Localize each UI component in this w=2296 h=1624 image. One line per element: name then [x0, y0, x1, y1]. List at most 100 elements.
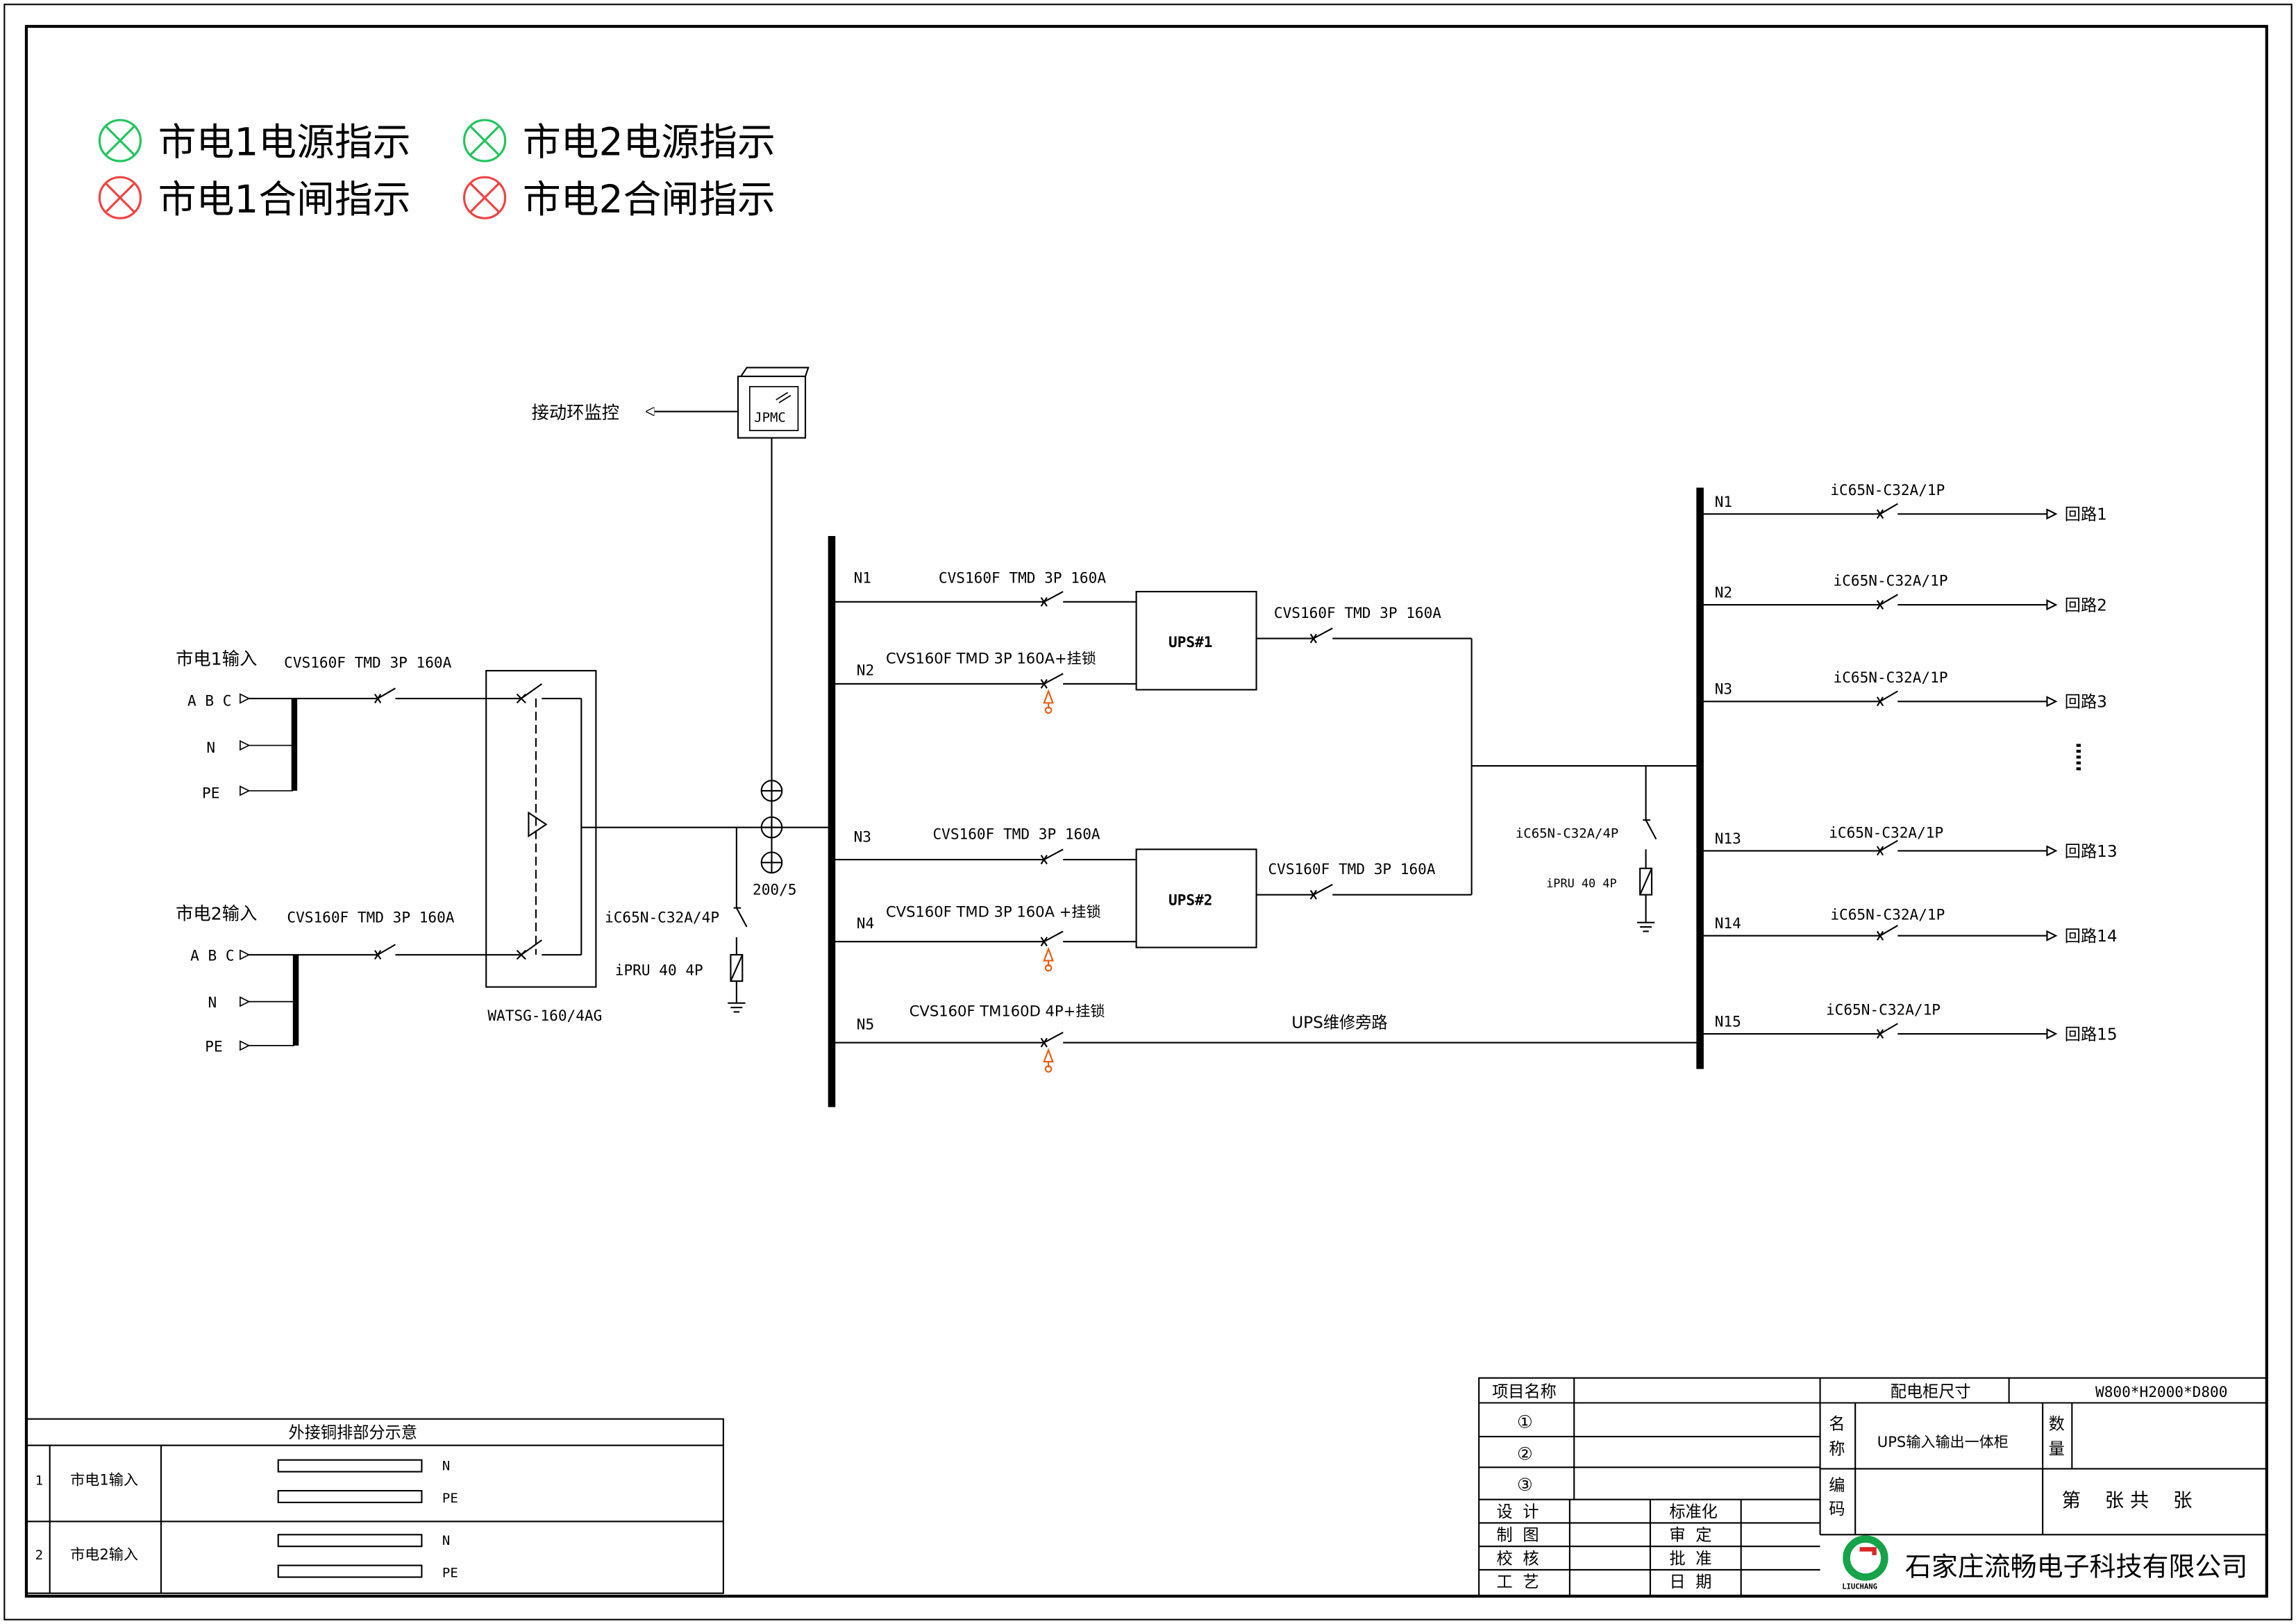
output-breaker: iC65N-C32A/1P	[1834, 669, 1948, 686]
ups-2-label: UPS#2	[1168, 891, 1212, 908]
terminal-icon	[2046, 845, 2058, 857]
title-block	[1478, 1377, 2268, 1597]
company-logo: LIUCHANG	[1842, 1535, 1888, 1591]
signal-icon	[776, 392, 791, 403]
terminal-icon	[2046, 930, 2058, 941]
copper-row-bar-label: N	[442, 1533, 450, 1548]
input-2-abc: A B C	[190, 947, 234, 964]
inner-border	[24, 24, 2268, 1598]
padlock-icon	[1043, 946, 1054, 972]
input-1-title: 市电1输入	[176, 649, 257, 669]
output-id: N2	[1715, 584, 1732, 601]
spd-right-breaker: iC65N-C32A/4P	[1516, 826, 1618, 841]
branch-id: N4	[857, 914, 874, 932]
tb-num: ③	[1517, 1475, 1533, 1495]
spd-right-spd: iPRU 40 4P	[1546, 876, 1617, 890]
ups-2-out-breaker: CVS160F TMD 3P 160A	[1268, 860, 1435, 878]
output-circuit: 回路14	[2065, 927, 2118, 946]
copper-row-name: 市电1输入	[70, 1471, 138, 1489]
legend-label: 市电2电源指示	[523, 120, 776, 165]
ats-switch: WATSG-160/4AG	[485, 669, 602, 1024]
left-branch-n5: N5 CVS160F TM160D 4P+挂锁	[831, 1003, 1698, 1073]
monitor-device-label: JPMC	[754, 410, 786, 425]
input-1-n: N	[206, 739, 215, 756]
tb-role-left: 制 图	[1496, 1526, 1539, 1545]
copper-bar	[277, 1489, 423, 1503]
copper-row-bar-label: N	[442, 1459, 450, 1474]
output-id: N3	[1715, 680, 1732, 698]
branch-id: N5	[857, 1016, 874, 1033]
branch-breaker: CVS160F TMD 3P 160A	[939, 569, 1106, 586]
output-circuit: 回路3	[2065, 693, 2107, 712]
copper-bar	[277, 1564, 423, 1578]
output-branch: N14 iC65N-C32A/1P 回路14	[1700, 906, 2118, 946]
terminal-icon	[2046, 599, 2058, 611]
output-branch: N2 iC65N-C32A/1P 回路2	[1700, 572, 2107, 615]
terminal-icon	[2046, 508, 2058, 520]
output-circuit: 回路1	[2065, 505, 2107, 524]
output-breaker: iC65N-C32A/1P	[1834, 572, 1948, 589]
tb-num: ②	[1517, 1444, 1533, 1464]
spd-left-breaker: iC65N-C32A/4P	[605, 909, 719, 926]
ups-output-merge	[1470, 638, 1698, 895]
branch-breaker: CVS160F TMD 3P 160A+挂锁	[886, 649, 1096, 667]
input-2-pe: PE	[205, 1037, 222, 1055]
lamp-icon	[462, 119, 507, 162]
input-1-abc: A B C	[187, 692, 231, 710]
output-breaker: iC65N-C32A/1P	[1830, 481, 1945, 499]
tb-role-right: 日 期	[1669, 1573, 1711, 1591]
breaker-icon	[374, 944, 396, 960]
tb-cabinet-size-label: 配电柜尺寸	[1891, 1382, 1971, 1401]
breaker-icon	[374, 687, 396, 703]
branch-id: N2	[857, 661, 874, 678]
tb-role-left: 设 计	[1496, 1502, 1539, 1521]
branch-breaker: CVS160F TMD 3P 160A +挂锁	[886, 903, 1101, 920]
ct-label: 200/5	[753, 881, 796, 898]
lamp-icon	[462, 176, 507, 219]
output-id: N13	[1715, 830, 1741, 847]
logo-text: LIUCHANG	[1842, 1582, 1877, 1591]
output-branch: N15 iC65N-C32A/1P 回路15	[1700, 1001, 2118, 1044]
copper-row-no: 1	[35, 1473, 43, 1489]
tb-company: 石家庄流畅电子科技有限公司	[1905, 1551, 2247, 1582]
terminal-icon	[2046, 1028, 2058, 1040]
branch-breaker: CVS160F TM160D 4P+挂锁	[910, 1003, 1105, 1020]
output-circuit: 回路13	[2065, 842, 2118, 861]
left-branch-n3: N3 CVS160F TMD 3P 160A	[831, 826, 1137, 864]
tb-qty-label: 数量	[2049, 1414, 2065, 1458]
output-branch: N13 iC65N-C32A/1P 回路13	[1700, 823, 2118, 861]
output-circuit: 回路15	[2065, 1025, 2118, 1044]
lamp-icon	[98, 119, 142, 162]
copper-bar	[277, 1534, 423, 1548]
spd-left-spd: iPRU 40 4P	[615, 962, 703, 979]
output-circuit: 回路2	[2065, 596, 2107, 615]
padlock-icon	[1043, 1048, 1054, 1073]
copper-row-name: 市电2输入	[70, 1546, 138, 1563]
ups-1-out-breaker: CVS160F TMD 3P 160A	[1274, 604, 1441, 621]
left-branch-n2: N2 CVS160F TMD 3P 160A+挂锁	[831, 649, 1137, 714]
spd-right	[1636, 766, 1657, 932]
terminal-icon	[240, 693, 251, 796]
branch-id: N3	[854, 828, 871, 846]
bypass-label: UPS维修旁路	[1291, 1014, 1387, 1032]
output-breaker: iC65N-C32A/1P	[1826, 1001, 1941, 1019]
output-branch: N3 iC65N-C32A/1P 回路3	[1700, 669, 2107, 712]
ups-2: UPS#2 CVS160F TMD 3P 160A	[1135, 848, 1472, 948]
ats-label: WATSG-160/4AG	[487, 1007, 602, 1024]
input-2-title: 市电2输入	[176, 904, 257, 924]
lamp-icon	[98, 176, 142, 219]
copper-bar	[277, 1459, 423, 1473]
tb-code-label: 编码	[1829, 1476, 1845, 1518]
ups-1-label: UPS#1	[1168, 633, 1212, 651]
monitor-device: JPMC 接动环监控	[532, 367, 810, 791]
input-1-pe: PE	[202, 784, 219, 801]
input-2: 市电2输入 A B C N PE CVS160F TMD 3P 160A	[176, 904, 520, 1055]
legend: 市电1电源指示 市电2电源指示 市电1合闸指示 市电2合闸指示	[98, 119, 776, 221]
output-breaker: iC65N-C32A/1P	[1829, 823, 1943, 841]
copper-row-no: 2	[35, 1548, 43, 1563]
tb-cabinet-size: W800*H2000*D800	[2095, 1383, 2227, 1400]
tb-role-left: 校 核	[1496, 1550, 1539, 1568]
branch-breaker: CVS160F TMD 3P 160A	[932, 826, 1100, 843]
output-branches: N1 iC65N-C32A/1P 回路1 N2 iC65N-C32A/1P 回路…	[1700, 481, 2118, 1044]
tb-role-right: 标准化	[1669, 1502, 1718, 1521]
